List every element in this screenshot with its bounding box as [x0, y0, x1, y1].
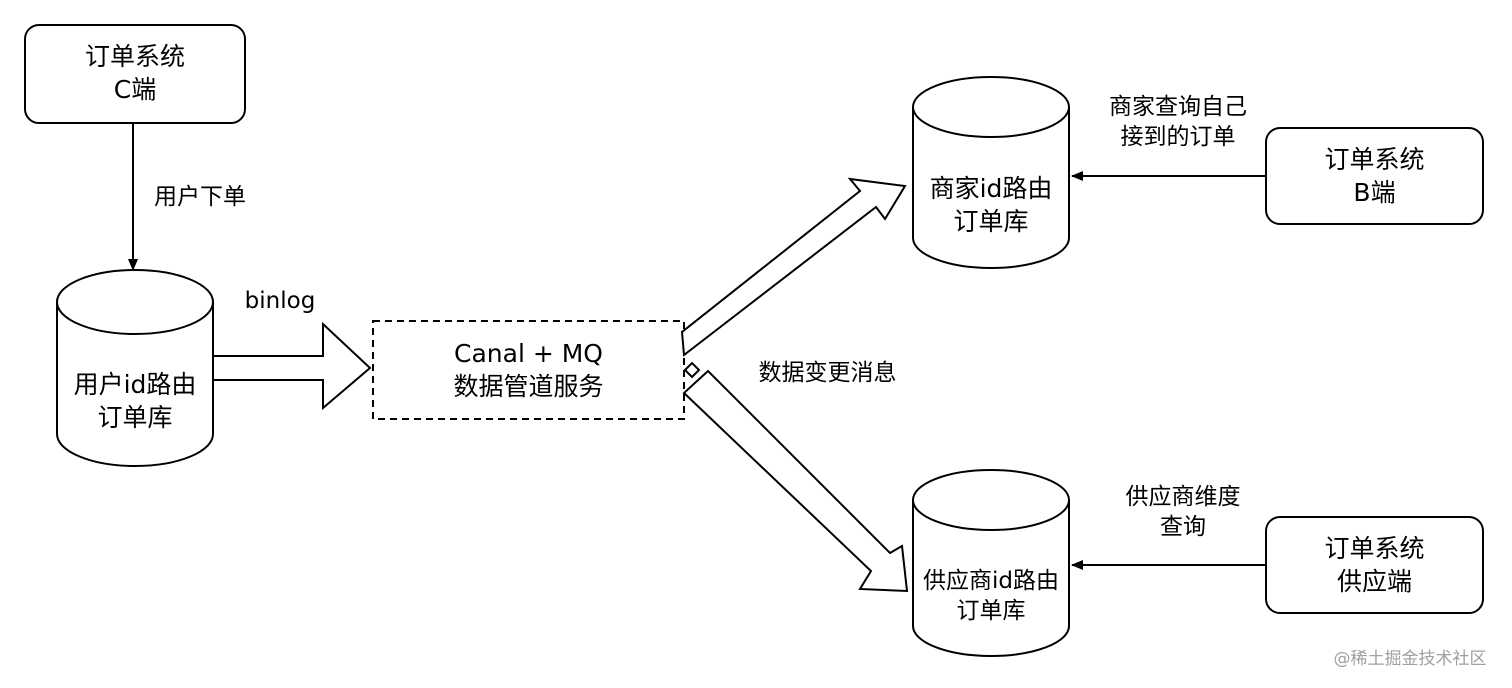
- order-system-supplier-label: 订单系统 供应端: [1324, 534, 1425, 596]
- order-system-b-label: 订单系统 B端: [1324, 145, 1425, 207]
- merchant-query-edge-label: 商家查询自己 接到的订单: [1109, 94, 1247, 151]
- supplier-db-label: 供应商id路由 订单库: [923, 568, 1059, 625]
- supplier-sync-block-arrow: [682, 369, 909, 593]
- merchant-db-label: 商家id路由 订单库: [929, 174, 1053, 236]
- watermark-text: @稀土掘金技术社区: [1333, 649, 1487, 669]
- binlog-block-arrow: [212, 321, 372, 411]
- supplier-db-cylinder: [912, 469, 1070, 657]
- user-db-label: 用户id路由 订单库: [73, 370, 197, 432]
- binlog-edge-label: binlog: [244, 288, 316, 314]
- user-order-edge-label: 用户下单: [154, 184, 246, 210]
- order-system-c-label: 订单系统 C端: [84, 42, 185, 104]
- user-db-cylinder: [56, 269, 214, 467]
- canal-mq-box: [372, 320, 685, 420]
- order-system-c-box: [24, 24, 246, 124]
- data-change-edge-label: 数据变更消息: [758, 360, 897, 386]
- merchant-sync-block-arrow: [680, 177, 907, 357]
- branch-diamond: [683, 361, 701, 379]
- merchant-db-cylinder: [912, 76, 1070, 269]
- supplier-query-edge-label: 供应商维度 查询: [1125, 484, 1241, 541]
- canal-mq-label: Canal + MQ 数据管道服务: [453, 339, 604, 401]
